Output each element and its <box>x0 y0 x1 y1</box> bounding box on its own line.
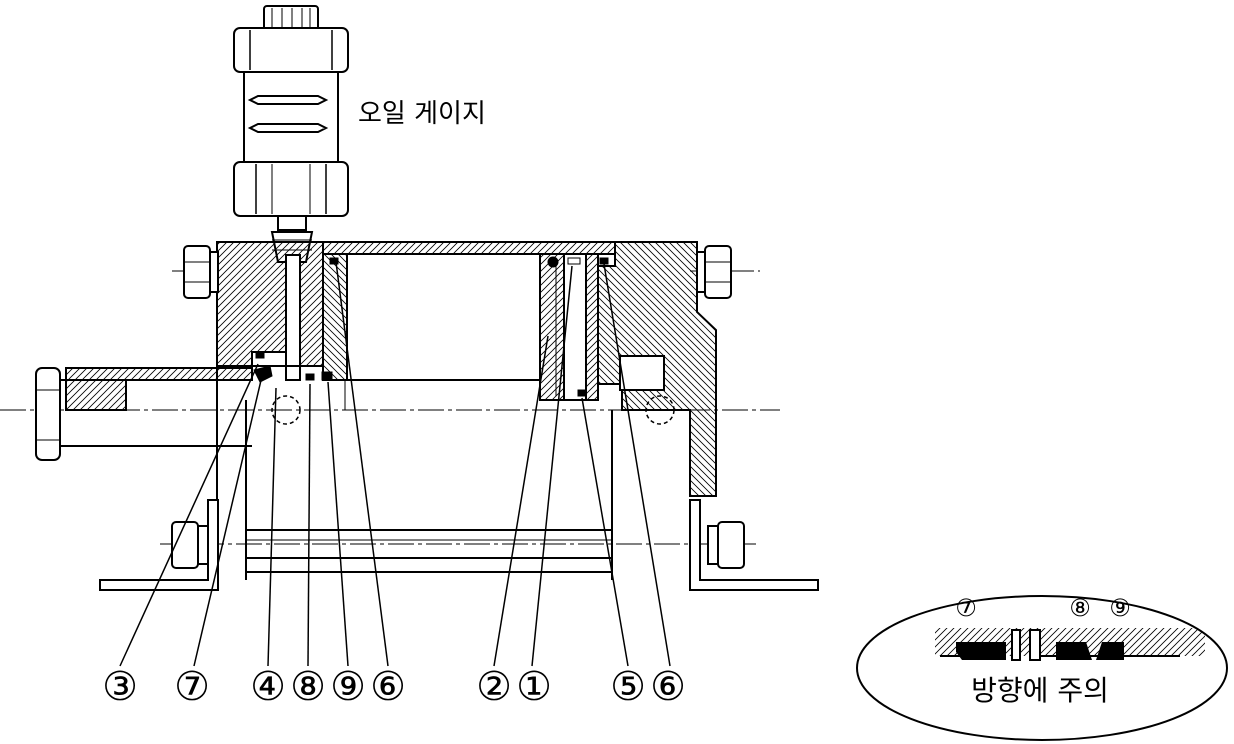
callout-2: ② <box>476 664 512 710</box>
detail-caption: 방향에 주의 <box>971 674 1109 707</box>
callout-1: ① <box>516 664 552 710</box>
callout-6b: ⑥ <box>650 664 686 710</box>
callout-9: ⑨ <box>330 664 366 710</box>
seal-direction-detail: ⑦ ⑧ ⑨ 방향에 주의 <box>856 594 1228 741</box>
detail-label-8: ⑧ <box>1069 594 1091 622</box>
oil-gauge <box>233 5 349 263</box>
callouts: ③ ⑦ ④ ⑧ ⑨ ⑥ ② ① ⑤ ⑥ <box>102 664 686 710</box>
callout-6: ⑥ <box>370 664 406 710</box>
detail-label-7: ⑦ <box>955 594 977 622</box>
left-shaft <box>35 367 253 461</box>
oil-gauge-label: 오일 게이지 <box>358 99 486 129</box>
top-plate <box>322 241 616 255</box>
top-bolts <box>183 245 732 299</box>
leader-lines <box>119 261 671 667</box>
callout-8: ⑧ <box>290 664 326 710</box>
callout-3: ③ <box>102 664 138 710</box>
hidden-circles <box>271 395 675 425</box>
seals <box>253 256 609 397</box>
callout-7: ⑦ <box>174 664 210 710</box>
base-brackets <box>99 499 819 591</box>
left-housing <box>216 241 324 367</box>
callout-4: ④ <box>250 664 286 710</box>
right-piston <box>539 253 599 401</box>
detail-label-9: ⑨ <box>1109 594 1131 622</box>
callout-5: ⑤ <box>610 664 646 710</box>
